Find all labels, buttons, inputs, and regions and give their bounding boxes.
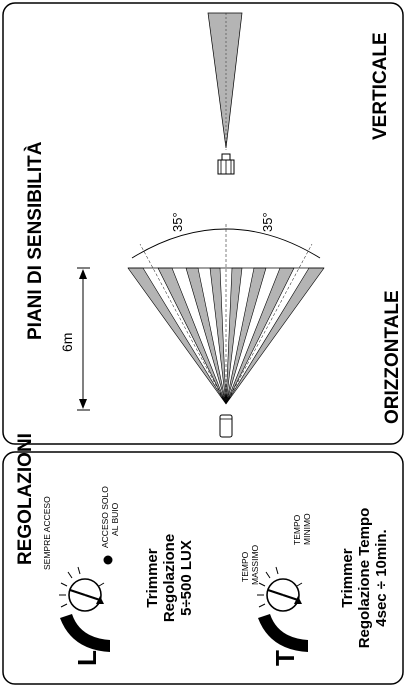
angle-left-label: 35° [170, 212, 185, 232]
sensitivity-title: PIANI DI SENSIBILITÀ [24, 141, 46, 340]
distance-dimension [77, 267, 90, 411]
lux-trimmer-icon [59, 555, 113, 652]
horizontal-fan [127, 267, 325, 405]
time-min-line1: TEMPO [292, 514, 302, 545]
lux-line2: Regolazione [161, 534, 178, 622]
time-letter: T [270, 650, 300, 666]
sensor-horizontal-icon [219, 414, 233, 438]
distance-label: 6m [59, 333, 75, 352]
horizontal-label: ORIZZONTALE [382, 290, 403, 424]
sensitivity-panel [2, 2, 404, 445]
angle-right-label: 35° [260, 212, 275, 232]
lux-dark-only-line2: AL BUIO [110, 502, 120, 536]
sensor-vertical-icon [217, 153, 235, 175]
vertical-beam [207, 12, 243, 149]
angle-left-line [139, 243, 227, 405]
lux-line3: 5÷500 LUX [178, 540, 195, 616]
time-line3: 4sec ÷ 10min. [373, 529, 390, 626]
angle-right-line [225, 243, 313, 405]
lux-always-on-label: SEMPRE ACCESO [42, 496, 52, 570]
angle-arc [131, 228, 321, 259]
regolazioni-panel [2, 451, 404, 685]
time-line2: Regolazione Tempo [356, 508, 373, 649]
time-line1: Trimmer [339, 548, 356, 607]
regolazioni-title: REGOLAZIONI [15, 433, 36, 565]
time-min-line2: MINIMO [302, 513, 312, 545]
lux-letter: L [72, 650, 102, 666]
vertical-label: VERTICALE [370, 32, 391, 140]
lux-line1: Trimmer [144, 548, 161, 607]
time-max-line2: MASSIMO [250, 544, 260, 585]
time-trimmer-icon [257, 566, 308, 652]
lux-dark-only-line1: ACCESO SOLO [100, 486, 110, 548]
time-max-line1: TEMPO [240, 551, 250, 582]
